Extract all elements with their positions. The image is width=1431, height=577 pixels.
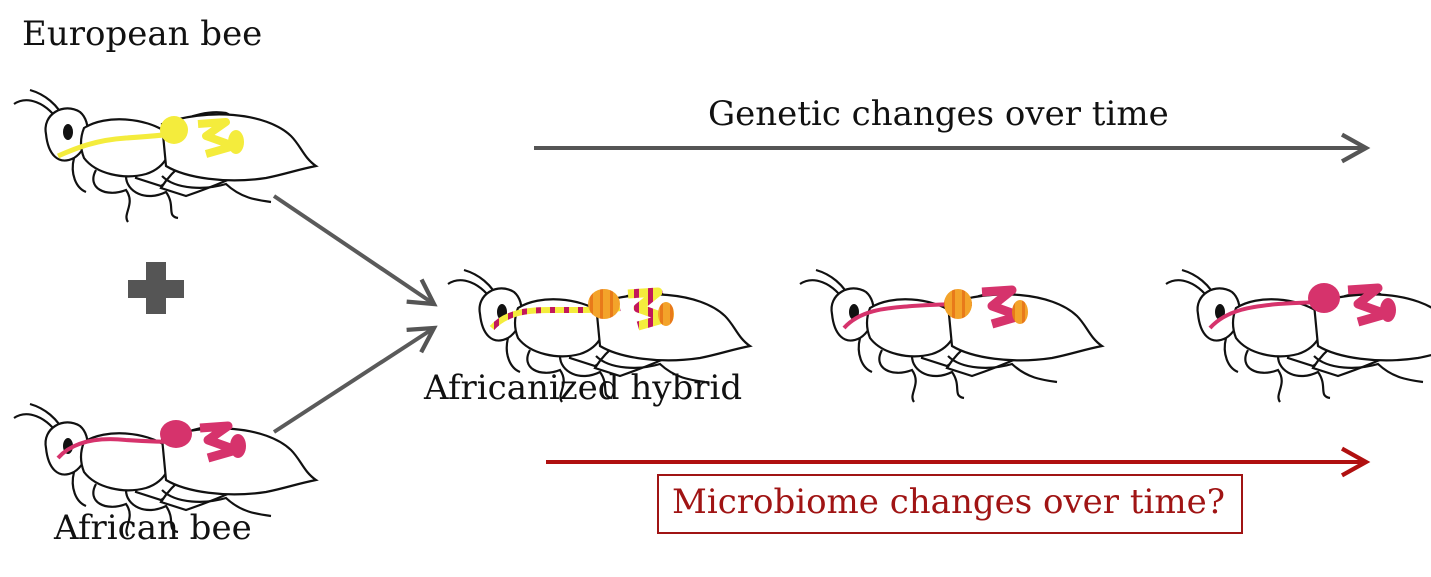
late-generation-bee-icon [1164, 268, 1431, 404]
microbiome-question-box [657, 474, 1243, 534]
genetic-changes-label: Genetic changes over time [708, 94, 1169, 134]
european-bee-icon [12, 88, 318, 224]
microbiome-changes-label: Microbiome changes over time? [672, 482, 1225, 522]
european-bee-label: European bee [22, 14, 263, 54]
european-to-hybrid-arrow [272, 194, 438, 307]
hybrid-bee-icon [446, 268, 752, 404]
african-bee-label: African bee [54, 508, 252, 548]
african-bee-icon [12, 402, 318, 538]
plus-icon [128, 262, 184, 314]
african-to-hybrid-arrow [272, 325, 438, 434]
mid-generation-bee-icon [798, 268, 1104, 404]
hybrid-label: Africanized hybrid [424, 368, 743, 408]
